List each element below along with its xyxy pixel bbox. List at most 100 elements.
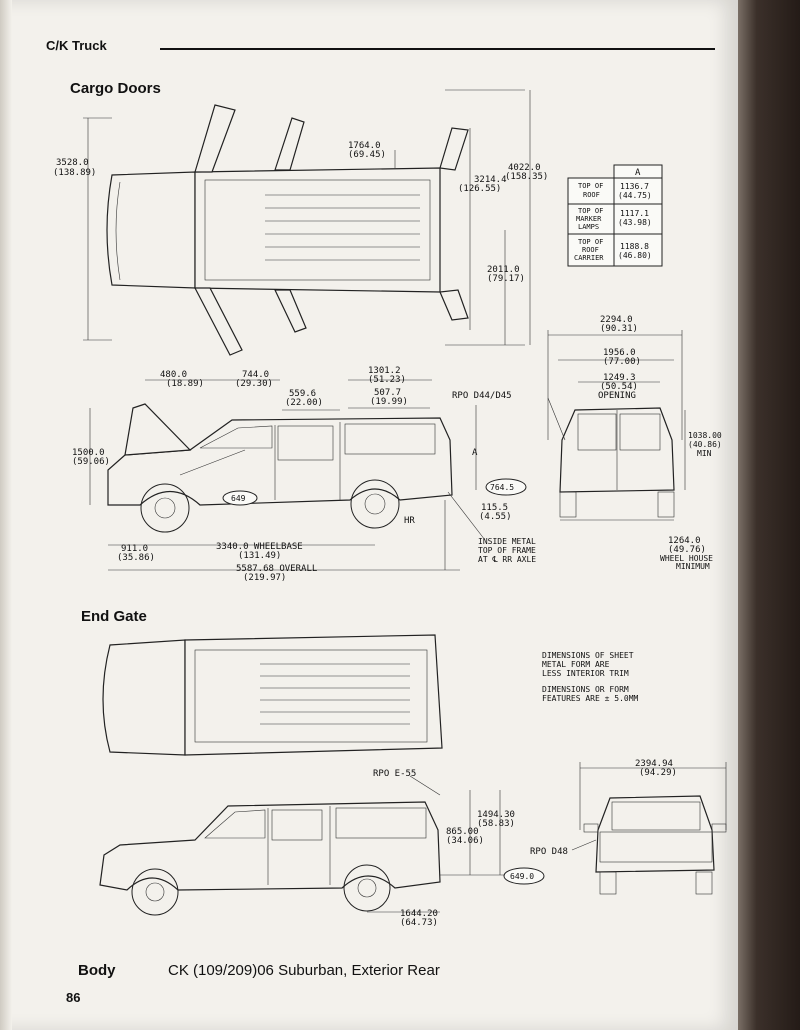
- dim-overall-mm: 4022.0: [508, 163, 541, 173]
- table-row1-label2: ROOF: [583, 191, 600, 199]
- header-title: C/K Truck: [46, 38, 107, 53]
- rpo-e55: RPO E-55: [373, 769, 416, 779]
- rpo-d44: RPO D44/D45: [452, 391, 512, 401]
- header-rule: [160, 48, 715, 50]
- label-minimum: MINIMUM: [676, 562, 710, 571]
- dim-2394-in: (94.29): [639, 768, 677, 778]
- table-row2-label1: TOP OF: [578, 207, 603, 215]
- dim-559-in: (22.00): [285, 398, 323, 408]
- table-row1-value: 1136.7: [620, 182, 649, 191]
- note-rr-axle: AT ℄ RR AXLE: [478, 555, 536, 564]
- note-line-1: DIMENSIONS OF SHEET: [542, 651, 634, 660]
- dim-480-in: (18.89): [166, 379, 204, 389]
- dim-swing-mm: 3214.4: [474, 175, 507, 185]
- table-row3-value: 1188.8: [620, 242, 649, 251]
- dim-1264-mm: 1264.0: [668, 536, 701, 546]
- dim-wheelbase: 3340.0 WHEELBASE: [216, 542, 303, 552]
- note-line-5: FEATURES ARE ± 5.0MM: [542, 694, 639, 703]
- dim-115-in: (4.55): [479, 512, 512, 522]
- height-table: A TOP OF ROOF 1136.7 (44.75) TOP OF MARK…: [567, 164, 663, 267]
- page-number: 86: [66, 990, 81, 1005]
- dim-865-in: (34.06): [446, 836, 484, 846]
- label-hr: HR: [404, 516, 415, 526]
- note-line-2: METAL FORM ARE: [542, 660, 610, 669]
- table-row3-label3: CARRIER: [574, 254, 604, 262]
- dim-overall-in: (219.97): [243, 573, 286, 583]
- table-row1-value-in: (44.75): [618, 191, 652, 200]
- dim-door-mm: 1764.0: [348, 141, 381, 151]
- note-line-3: LESS INTERIOR TRIM: [542, 669, 629, 678]
- dim-overall: 5587.68 OVERALL: [236, 564, 317, 574]
- dim-rear-in: (79.17): [487, 274, 525, 284]
- dim-2394-mm: 2394.94: [635, 759, 673, 769]
- dim-1500-in: (59.06): [72, 457, 110, 467]
- dim-width-in: (138.89): [53, 168, 96, 178]
- dim-swing-in: (126.55): [458, 184, 501, 194]
- table-row2-value: 1117.1: [620, 209, 649, 218]
- table-row1-label1: TOP OF: [578, 182, 603, 190]
- page-binding-shadow: [0, 0, 12, 1030]
- table-row3-value-in: (46.80): [618, 251, 652, 260]
- cargo-top-view: 3528.0 (138.89) 1764.0 (69.45) 3214.4 (1…: [53, 89, 548, 356]
- table-row3-label1: TOP OF: [578, 238, 603, 246]
- dim-1301-mm: 1301.2: [368, 366, 401, 376]
- table-col-header: A: [635, 168, 641, 178]
- cargo-side-view: 480.0 (18.89) 744.0 (29.30) 559.6 (22.00…: [72, 366, 536, 583]
- note-top-frame: TOP OF FRAME: [478, 546, 536, 555]
- dim-1956-mm: 1956.0: [603, 348, 636, 358]
- dim-1038-min: MIN: [697, 449, 712, 458]
- dim-911-mm: 911.0: [121, 544, 148, 554]
- footer-caption: CK (109/209)06 Suburban, Exterior Rear: [168, 962, 440, 979]
- dim-2294-mm: 2294.0: [600, 315, 633, 325]
- badge-649-0: 649.0: [510, 872, 534, 881]
- note-line-4: DIMENSIONS OR FORM: [542, 685, 629, 694]
- dim-1264-in: (49.76): [668, 545, 706, 555]
- dim-911-in: (35.86): [117, 553, 155, 563]
- dim-2294-in: (90.31): [600, 324, 638, 334]
- dim-1956-in: (77.00): [603, 357, 641, 367]
- dim-1644-in: (64.73): [400, 918, 438, 928]
- note-inside-metal: INSIDE METAL: [478, 537, 536, 546]
- dim-door-in: (69.45): [348, 150, 386, 160]
- table-row2-label3: LAMPS: [578, 223, 599, 231]
- dim-width-mm: 3528.0: [56, 158, 89, 168]
- page-edge-background: [738, 0, 800, 1030]
- dim-overall-in: (158.35): [505, 172, 548, 182]
- section-title-end-gate: End Gate: [81, 608, 147, 625]
- dim-1038-in: (40.86): [688, 440, 722, 449]
- dim-744-mm: 744.0: [242, 370, 269, 380]
- footer-section-label: Body: [78, 962, 116, 979]
- dim-507-in: (19.99): [370, 397, 408, 407]
- dim-1038-mm: 1038.00: [688, 431, 722, 440]
- table-row2-value-in: (43.98): [618, 218, 652, 227]
- dim-1301-in: (51.23): [368, 375, 406, 385]
- dim-1644-mm: 1644.20: [400, 909, 438, 919]
- label-opening: OPENING: [598, 391, 636, 401]
- dim-115-mm: 115.5: [481, 503, 508, 513]
- badge-649: 649: [231, 494, 246, 503]
- label-a: A: [472, 448, 478, 458]
- dim-1494-in: (58.83): [477, 819, 515, 829]
- dim-1249-in: (50.54): [600, 382, 638, 392]
- rpo-d48: RPO D48: [530, 847, 568, 857]
- table-row2-label2: MARKER: [576, 215, 602, 223]
- badge-764: 764.5: [490, 483, 514, 492]
- table-row3-label2: ROOF: [582, 246, 599, 254]
- dim-wheelbase-in: (131.49): [238, 551, 281, 561]
- cargo-rear-view: 2294.0 (90.31) 1956.0 (77.00) 1249.3 (50…: [547, 315, 722, 571]
- label-wheel-house: WHEEL HOUSE: [660, 554, 713, 563]
- dim-865-mm: 865.00: [446, 827, 479, 837]
- section-title-cargo-doors: Cargo Doors: [70, 80, 161, 97]
- dim-744-in: (29.30): [235, 379, 273, 389]
- dim-1249-mm: 1249.3: [603, 373, 636, 383]
- dimension-notes: DIMENSIONS OF SHEET METAL FORM ARE LESS …: [542, 651, 639, 703]
- dim-559-mm: 559.6: [289, 389, 316, 399]
- dim-507-mm: 507.7: [374, 388, 401, 398]
- technical-drawing: 3528.0 (138.89) 1764.0 (69.45) 3214.4 (1…: [53, 89, 727, 928]
- dim-480-mm: 480.0: [160, 370, 187, 380]
- endgate-rear-view: 2394.94 (94.29) RPO D48: [530, 759, 727, 895]
- dim-1500-mm: 1500.0: [72, 448, 105, 458]
- endgate-top-view: [102, 634, 443, 756]
- dim-1494-mm: 1494.30: [477, 810, 515, 820]
- endgate-side-view: RPO E-55 1494.30 (58.83) 865.00 (34.06) …: [99, 769, 545, 928]
